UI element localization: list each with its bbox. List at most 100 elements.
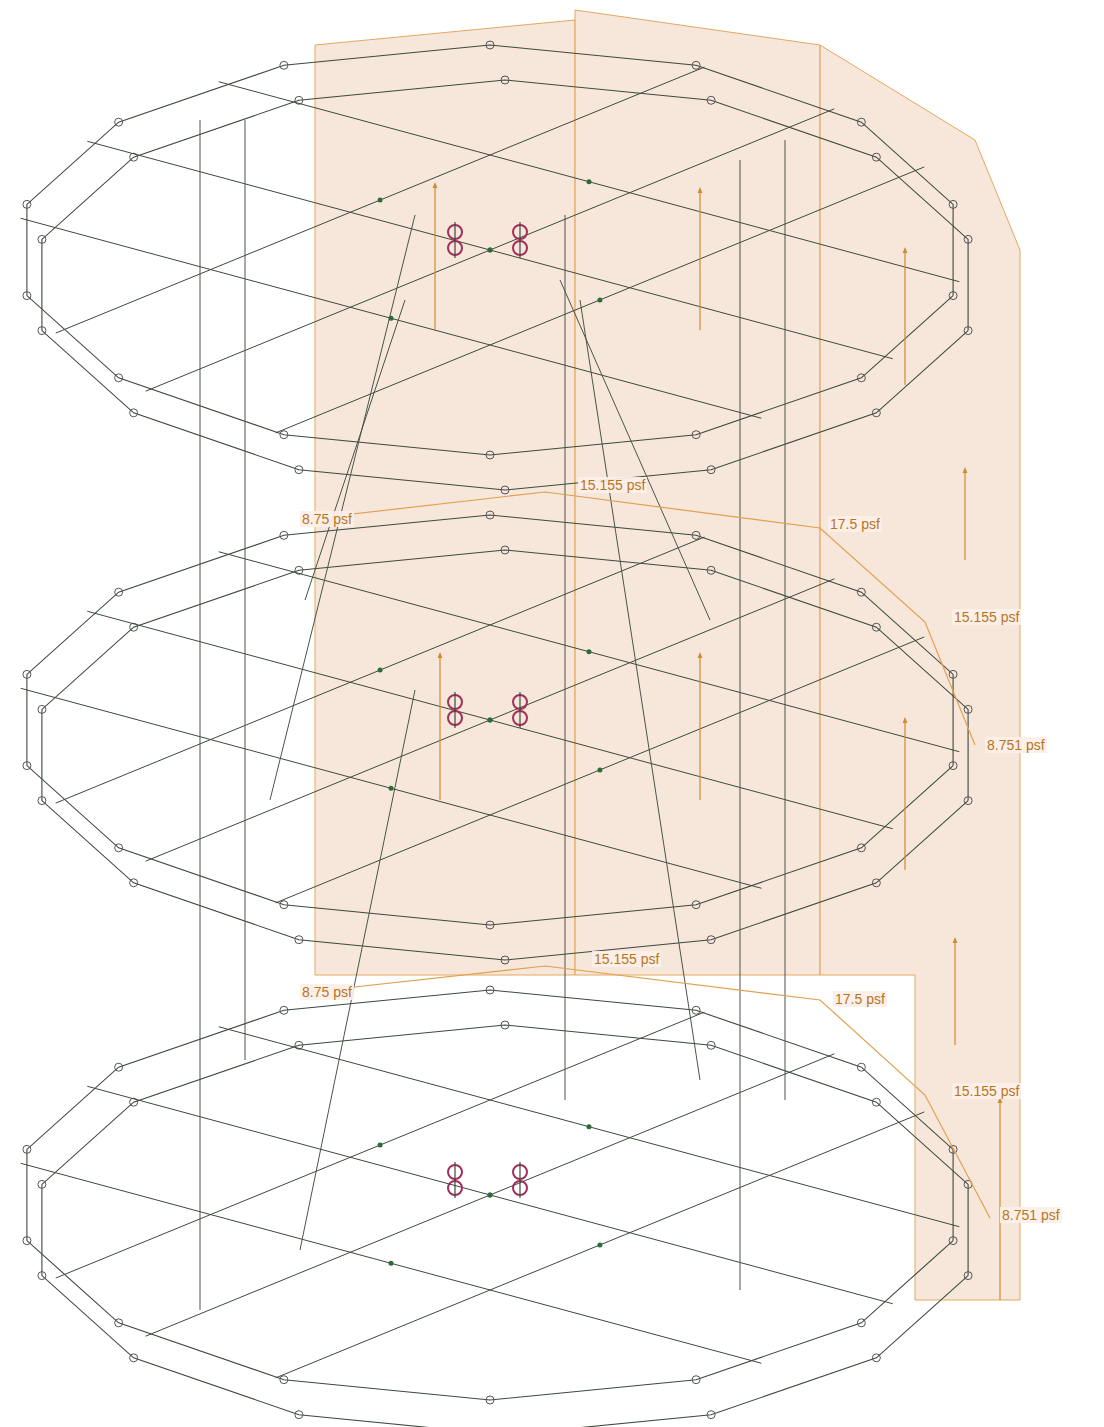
column-line <box>245 120 246 1060</box>
joint-node <box>872 623 880 631</box>
joint-node <box>872 409 880 417</box>
joint-node <box>501 76 509 84</box>
beam-line <box>146 1054 835 1336</box>
slab-edge <box>42 80 968 490</box>
joint-node <box>38 705 46 713</box>
load-value: 17.5 psf <box>828 516 882 532</box>
mesh-node <box>586 179 591 184</box>
mesh-node <box>597 767 602 772</box>
support-symbol <box>513 692 527 728</box>
mesh-node <box>597 297 602 302</box>
column-line <box>560 280 710 620</box>
beam-line <box>87 611 892 828</box>
column-line <box>565 215 566 1100</box>
beam-line <box>146 109 835 391</box>
joint-node <box>115 1063 123 1071</box>
joint-node <box>115 1319 123 1327</box>
beam-line <box>87 1086 892 1303</box>
joint-node <box>486 986 494 994</box>
support-symbol <box>448 222 462 258</box>
joint-node <box>949 1237 957 1245</box>
load-value: 17.5 psf <box>833 991 887 1007</box>
joint-node <box>707 96 715 104</box>
joint-node <box>949 200 957 208</box>
column-line <box>305 300 405 600</box>
joint-node <box>130 879 138 887</box>
mesh-node <box>389 786 394 791</box>
joint-node <box>964 797 972 805</box>
wall-panel <box>820 45 1020 1300</box>
beam-line <box>146 579 835 861</box>
joint-node <box>692 531 700 539</box>
joint-node <box>964 1272 972 1280</box>
wall-panel <box>315 20 575 975</box>
beam-line <box>219 82 960 282</box>
beam-line <box>219 552 960 752</box>
joint-node <box>949 762 957 770</box>
mesh-node <box>378 198 383 203</box>
joint-node <box>707 566 715 574</box>
joint-node <box>295 936 303 944</box>
load-arrow <box>999 1100 1000 1300</box>
joint-node <box>857 1063 865 1071</box>
joint-node <box>692 431 700 439</box>
column-line <box>270 215 415 800</box>
support-symbol <box>448 692 462 728</box>
column-line <box>300 690 415 1250</box>
load-arrow <box>439 655 440 800</box>
load-outline <box>300 966 990 1218</box>
joint-node <box>707 1041 715 1049</box>
joint-node <box>38 327 46 335</box>
slab-edge <box>27 45 953 455</box>
joint-node <box>486 1396 494 1404</box>
load-arrow <box>964 470 965 560</box>
joint-node <box>692 901 700 909</box>
joint-node <box>857 844 865 852</box>
beam-line <box>276 637 925 903</box>
mesh-node <box>488 718 493 723</box>
joint-node <box>295 1411 303 1419</box>
joint-node <box>872 879 880 887</box>
joint-node <box>295 466 303 474</box>
beam-line <box>21 1163 762 1363</box>
slab-edge <box>27 515 953 925</box>
mesh-node <box>378 668 383 673</box>
beam-line <box>276 167 925 433</box>
mesh-node <box>488 248 493 253</box>
joint-node <box>38 797 46 805</box>
load-value: 15.155 psf <box>952 1083 1021 1099</box>
joint-node <box>23 670 31 678</box>
joint-node <box>23 1237 31 1245</box>
slab-edge <box>42 550 968 960</box>
load-value: 8.75 psf <box>300 511 354 527</box>
mesh-node <box>586 1124 591 1129</box>
joint-node <box>280 1006 288 1014</box>
joint-node <box>692 1376 700 1384</box>
joint-node <box>857 374 865 382</box>
slab-edge <box>27 990 953 1400</box>
mesh-node <box>488 1193 493 1198</box>
joint-node <box>501 956 509 964</box>
load-value: 8.751 psf <box>985 737 1047 753</box>
joint-node <box>707 1411 715 1419</box>
column-line <box>580 300 700 1080</box>
mesh-node <box>378 1143 383 1148</box>
joint-node <box>23 1145 31 1153</box>
joint-node <box>38 1180 46 1188</box>
mesh-node <box>488 248 493 253</box>
joint-node <box>280 431 288 439</box>
beam-line <box>21 218 762 418</box>
joint-node <box>23 762 31 770</box>
joint-node <box>692 1006 700 1014</box>
beam-line <box>219 1027 960 1227</box>
joint-node <box>501 1021 509 1029</box>
joint-node <box>130 1354 138 1362</box>
beam-line <box>87 141 892 358</box>
beam-line <box>56 67 705 333</box>
load-arrow <box>699 190 700 330</box>
load-arrow <box>954 940 955 1045</box>
joint-node <box>707 466 715 474</box>
beam-line <box>276 1112 925 1378</box>
